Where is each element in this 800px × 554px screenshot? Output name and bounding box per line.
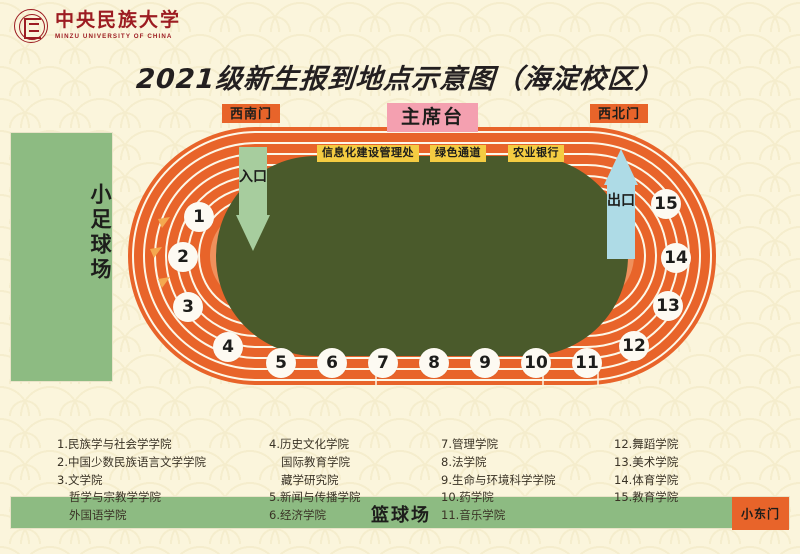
station-marker-1[interactable]: 1 — [184, 202, 214, 232]
legend-item: 1.民族学与社会学学院 — [57, 437, 172, 451]
small-football-field-label: 小足球场 — [88, 183, 111, 283]
legend-item: 13.美术学院 — [614, 454, 679, 469]
station-marker-7[interactable]: 7 — [368, 348, 398, 378]
station-marker-15[interactable]: 15 — [651, 189, 681, 219]
legend-column-2: 4.历史文化学院国际教育学院藏学研究院 5.新闻与传播学院 6.经济学院 — [269, 436, 429, 554]
basketball-court-label: 篮球场 — [371, 504, 431, 525]
track-lanes-graphic — [128, 127, 716, 385]
station-marker-9[interactable]: 9 — [470, 348, 500, 378]
station-marker-10[interactable]: 10 — [521, 348, 551, 378]
entrance-arrow-shaft — [239, 147, 267, 217]
legend-item: 11.音乐学院 — [441, 508, 506, 523]
entrance-arrow-head — [236, 215, 270, 251]
legend-item: 10.药学院 — [441, 490, 494, 505]
podium-label: 主席台 — [387, 103, 479, 132]
legend-item: 6.经济学院 — [269, 508, 326, 523]
station-marker-12[interactable]: 12 — [619, 331, 649, 361]
header: 中央民族大学 MINZU UNIVERSITY OF CHINA — [0, 0, 800, 52]
legend-item: 2.中国少数民族语言文学学院 — [57, 454, 206, 469]
university-logo: 中央民族大学 MINZU UNIVERSITY OF CHINA — [14, 9, 181, 43]
station-marker-2[interactable]: 2 — [168, 242, 198, 272]
legend-subitem: 藏学研究院 — [281, 472, 339, 487]
exit-arrow-shaft — [607, 184, 635, 259]
logo-name-en: MINZU UNIVERSITY OF CHINA — [55, 33, 173, 41]
station-marker-3[interactable]: 3 — [173, 292, 203, 322]
legend-column-1: 1.民族学与社会学学院 2.中国少数民族语言文学学院 3.文学院哲学与宗教学学院外国… — [57, 436, 257, 554]
university-seal-icon — [14, 9, 48, 43]
station-marker-4[interactable]: 4 — [213, 332, 243, 362]
small-football-field: 小足球场 — [10, 132, 113, 382]
legend-item: 4.历史文化学院 — [269, 437, 349, 451]
campus-map: 小足球场 — [0, 100, 800, 530]
page-title: 2021级新生报到地点示意图（海淀校区） — [135, 64, 665, 95]
legend-item: 7.管理学院 — [441, 437, 498, 451]
entrance-arrow-label: 入口 — [239, 168, 267, 184]
basketball-court: 篮球场 小东门 — [10, 496, 790, 530]
legend-item: 3.文学院 — [57, 472, 103, 487]
station-marker-11[interactable]: 11 — [572, 348, 602, 378]
running-track: 入口 出口 1 2 3 4 5 6 7 8 9 10 11 12 13 14 1… — [128, 127, 716, 385]
service-label-green-channel: 绿色通道 — [430, 145, 486, 162]
legend-column-3: 7.管理学院 8.法学院 9.生命与环境科学学院 10.药学院 11.音乐学院 — [441, 436, 606, 554]
station-marker-14[interactable]: 14 — [661, 243, 691, 273]
logo-name-cn: 中央民族大学 — [55, 9, 182, 32]
legend-item: 14.体育学院 — [614, 472, 679, 487]
service-label-abc-bank: 农业银行 — [508, 145, 564, 162]
legend-item: 5.新闻与传播学院 — [269, 490, 361, 505]
legend-column-4: 12.舞蹈学院 13.美术学院 14.体育学院 15.教育学院 — [614, 436, 764, 554]
station-marker-8[interactable]: 8 — [419, 348, 449, 378]
legend-subitem: 国际教育学院 — [281, 454, 350, 469]
legend-item: 9.生命与环境科学学院 — [441, 472, 556, 487]
exit-arrow: 出口 — [604, 149, 638, 259]
legend-item: 15.教育学院 — [614, 490, 679, 505]
gate-label-southwest: 西南门 — [222, 104, 281, 123]
legend-subitem: 哲学与宗教学学院 — [69, 490, 161, 505]
entrance-arrow: 入口 — [236, 147, 270, 253]
exit-arrow-label: 出口 — [607, 192, 635, 208]
legend-item: 8.法学院 — [441, 454, 487, 469]
gate-label-east: 小东门 — [732, 497, 789, 530]
gate-label-northwest: 西北门 — [590, 104, 649, 123]
legend-item: 12.舞蹈学院 — [614, 437, 679, 451]
station-marker-5[interactable]: 5 — [266, 348, 296, 378]
logo-text: 中央民族大学 MINZU UNIVERSITY OF CHINA — [55, 11, 181, 40]
station-marker-6[interactable]: 6 — [317, 348, 347, 378]
service-label-it-office: 信息化建设管理处 — [317, 145, 419, 162]
station-marker-13[interactable]: 13 — [653, 291, 683, 321]
exit-arrow-head — [604, 149, 638, 185]
legend-subitem: 外国语学院 — [69, 508, 127, 523]
college-legend: 1.民族学与社会学学院 2.中国少数民族语言文学学院 3.文学院哲学与宗教学学院外国… — [0, 436, 800, 554]
